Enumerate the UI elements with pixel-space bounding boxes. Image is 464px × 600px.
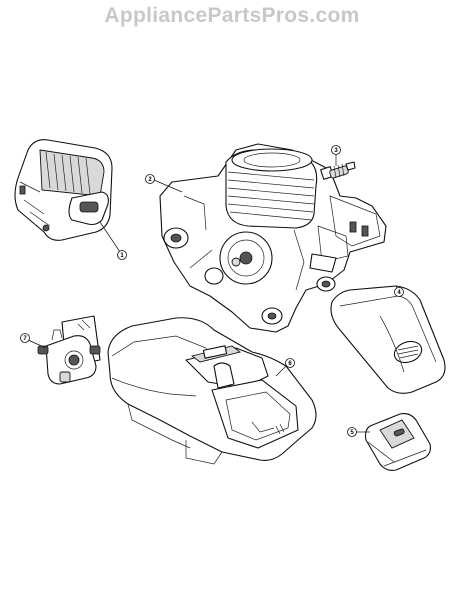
part-handle-housing[interactable] <box>107 317 317 465</box>
callout-3: 3 <box>331 145 341 166</box>
callout-2-label: 2 <box>148 177 152 183</box>
part-engine-crankcase[interactable] <box>159 143 387 333</box>
callout-2: 2 <box>145 174 183 193</box>
callout-6-label: 6 <box>288 361 292 367</box>
callout-4-label: 4 <box>397 290 401 296</box>
callout-1-label: 1 <box>120 253 124 259</box>
callout-5: 5 <box>347 427 370 437</box>
callout-7: 7 <box>20 333 47 349</box>
callout-7-label: 7 <box>23 336 27 342</box>
part-spark-plug[interactable] <box>320 161 356 180</box>
part-carburetor[interactable] <box>37 315 101 385</box>
callout-1: 1 <box>99 221 127 260</box>
callout-5-label: 5 <box>350 430 354 436</box>
callout-4: 4 <box>394 285 404 297</box>
callout-3-label: 3 <box>334 148 338 154</box>
part-air-filter-cover[interactable] <box>14 139 113 241</box>
callout-6: 6 <box>275 358 295 377</box>
watermark-text: AppliancePartsPros.com <box>104 4 360 27</box>
part-air-filter[interactable] <box>364 413 431 471</box>
part-top-cover[interactable] <box>330 285 446 394</box>
